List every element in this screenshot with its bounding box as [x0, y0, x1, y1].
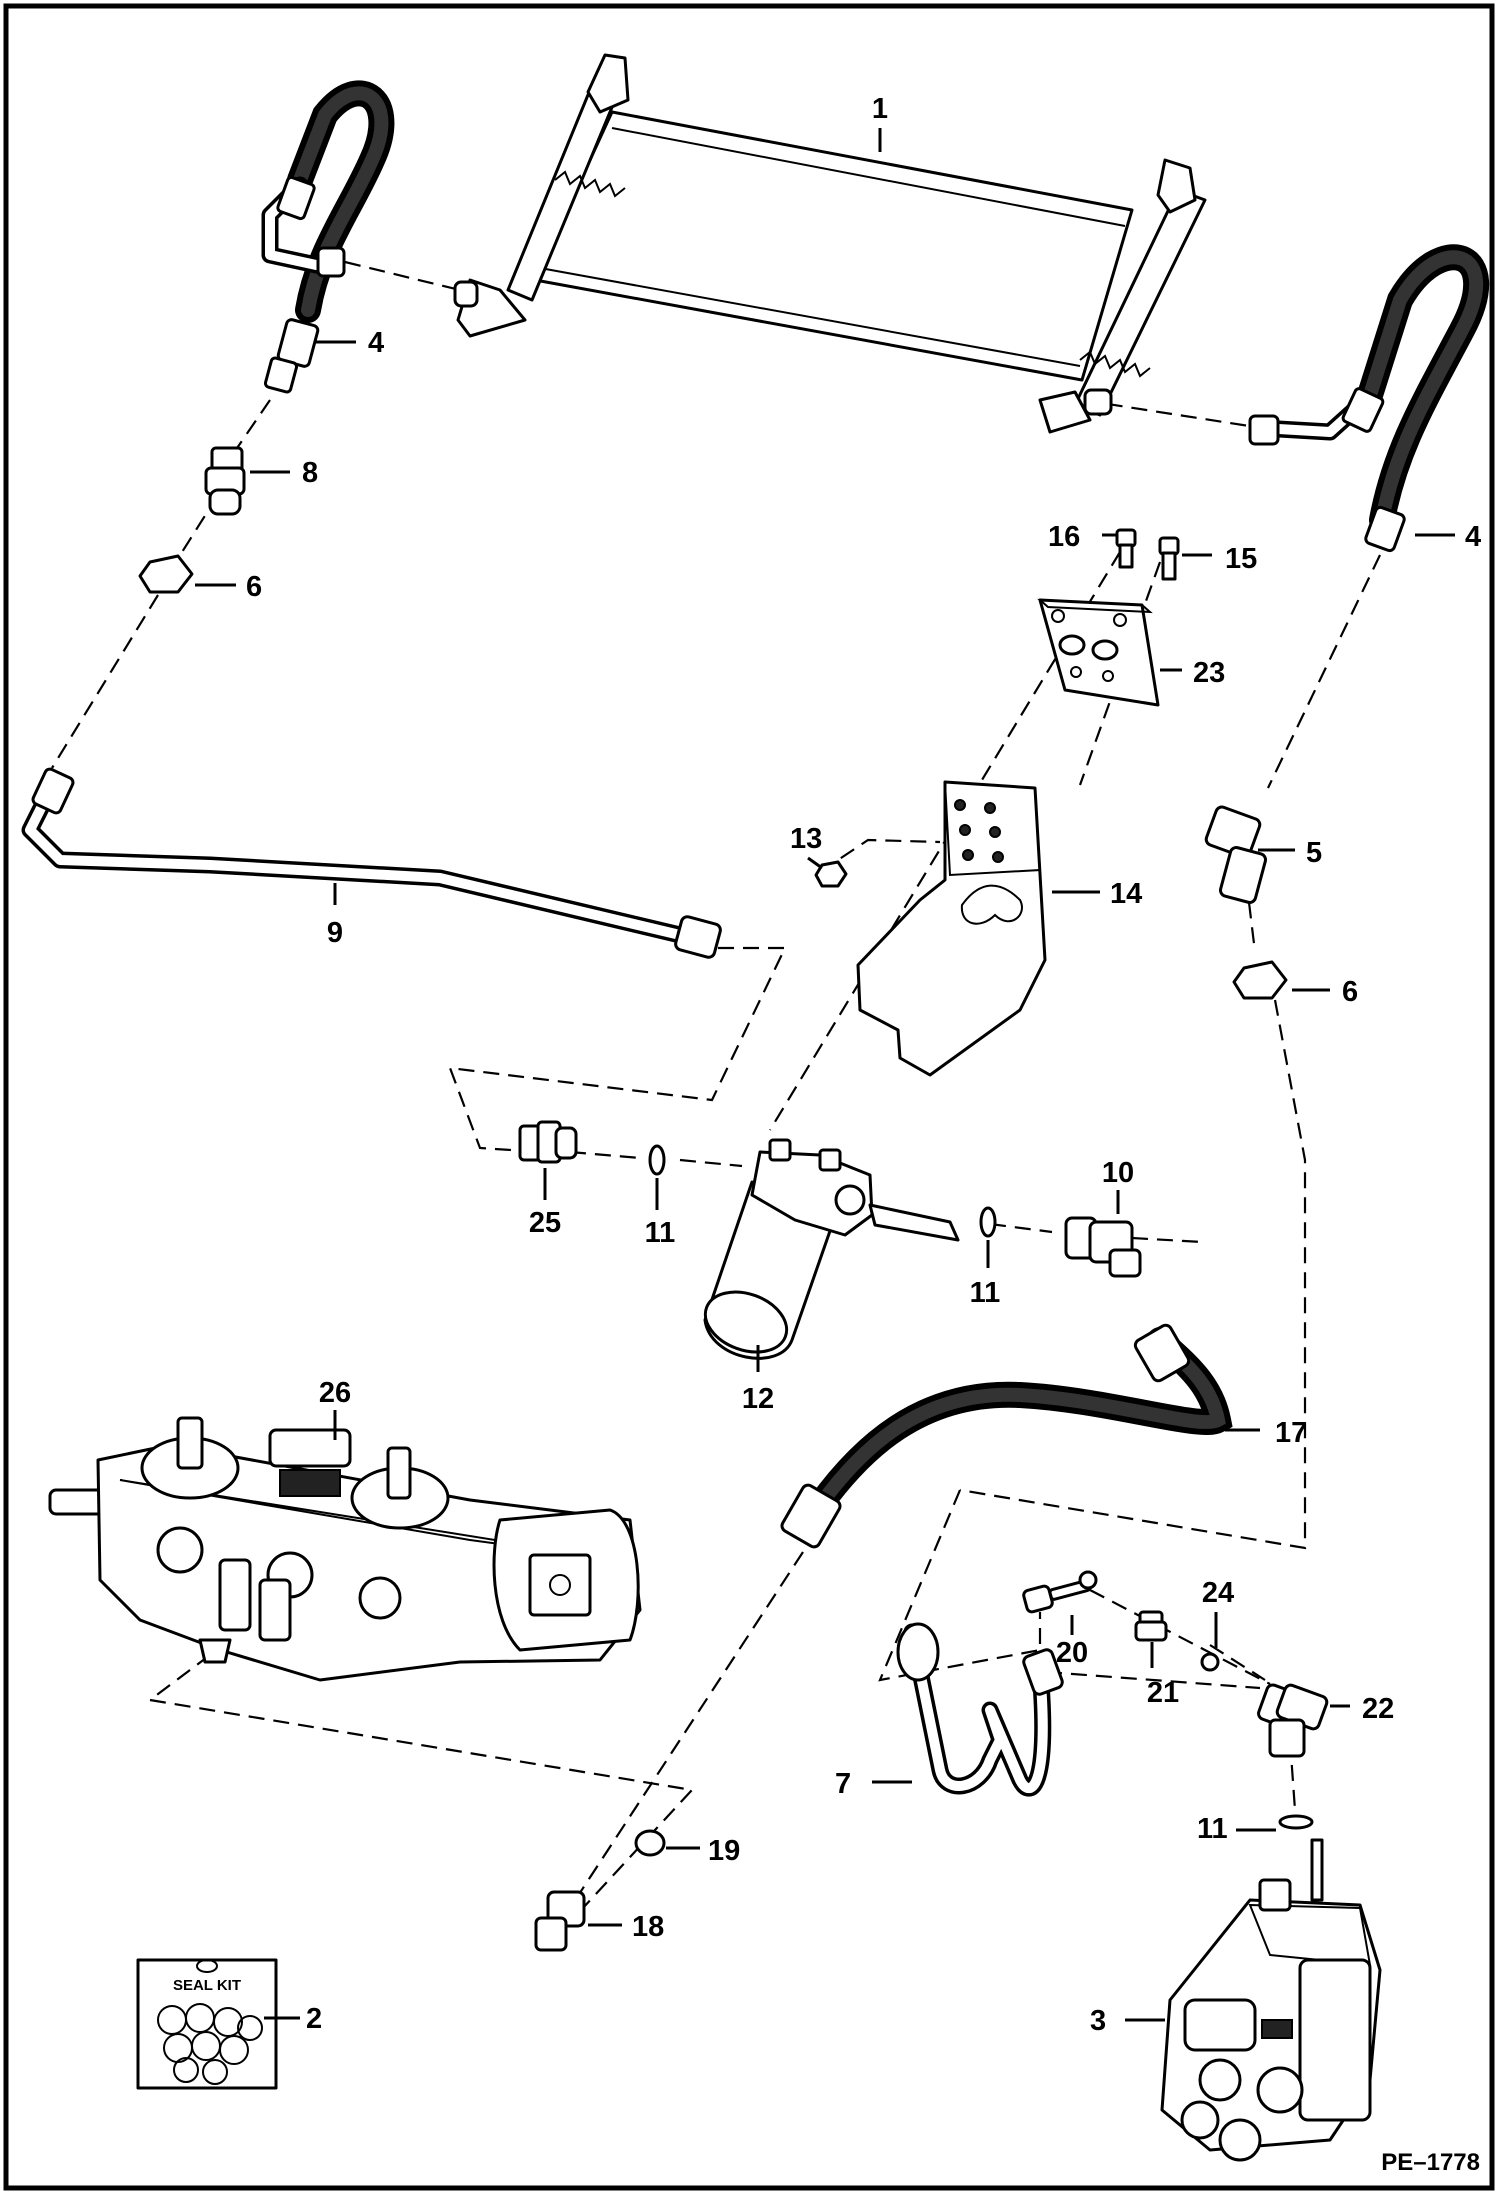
leader-lines — [195, 128, 1455, 2022]
diagram-border — [3, 3, 1495, 2191]
bolt-20 — [1022, 1570, 1098, 1614]
callout-4-left: 4 — [368, 327, 384, 359]
callout-22: 22 — [1362, 1693, 1394, 1725]
steel-tube-7 — [896, 1622, 1064, 1797]
elbow-fitting-10 — [1064, 1216, 1142, 1278]
bolt-15 — [1158, 536, 1180, 581]
callout-16: 16 — [1048, 521, 1080, 553]
oil-filter-12 — [703, 1138, 960, 1360]
callout-19: 19 — [708, 1835, 740, 1867]
callout-21: 21 — [1147, 1677, 1179, 1709]
callout-6-left: 6 — [246, 571, 262, 603]
callout-24: 24 — [1202, 1577, 1234, 1609]
hose-assembly-right — [1248, 244, 1490, 553]
nut-13 — [814, 860, 848, 888]
callout-labels: 1 4 8 6 4 16 15 23 13 14 5 6 9 25 11 11 … — [246, 93, 1481, 2037]
callout-11-c: 11 — [1197, 1813, 1228, 1845]
callout-3: 3 — [1090, 2005, 1106, 2037]
callout-11-a: 11 — [645, 1217, 676, 1249]
hose-assembly-left — [261, 80, 395, 394]
plug-21 — [1134, 1610, 1168, 1642]
callout-6-right: 6 — [1342, 976, 1358, 1008]
seal-kit-label: SEAL KIT — [173, 1977, 241, 1994]
elbow-fitting-18 — [534, 1890, 586, 1952]
callout-25: 25 — [529, 1207, 561, 1239]
hose-17 — [780, 1323, 1233, 1549]
control-valve-3 — [1160, 1838, 1382, 2162]
hydrostatic-pump-26 — [48, 1416, 642, 1682]
o-ring-11-c — [1278, 1814, 1314, 1830]
callout-15: 15 — [1225, 543, 1257, 575]
callout-7: 7 — [835, 1768, 851, 1800]
elbow-fitting-22 — [1257, 1683, 1329, 1758]
callout-17: 17 — [1275, 1417, 1307, 1449]
callout-12: 12 — [742, 1383, 774, 1415]
callout-20: 20 — [1056, 1637, 1088, 1669]
callout-23: 23 — [1193, 657, 1225, 689]
o-ring-11-b — [979, 1206, 997, 1238]
callout-4-right: 4 — [1465, 521, 1481, 553]
callout-5: 5 — [1306, 837, 1322, 869]
o-ring-11-a — [648, 1144, 666, 1176]
oil-cooler — [453, 53, 1207, 434]
fitting-25 — [518, 1120, 578, 1164]
callout-14: 14 — [1110, 878, 1142, 910]
locknut-6-right — [1232, 960, 1288, 1000]
mounting-plate-23 — [1037, 598, 1160, 707]
o-ring-24 — [1200, 1652, 1220, 1672]
straight-fitting-8 — [204, 446, 246, 516]
callout-1: 1 — [872, 93, 888, 125]
elbow-fitting-5 — [1204, 805, 1268, 904]
callout-9: 9 — [327, 917, 343, 949]
callout-11-b: 11 — [970, 1277, 1001, 1309]
filter-bracket-14 — [856, 780, 1047, 1077]
steel-tube-9 — [21, 767, 722, 959]
callout-18: 18 — [632, 1911, 664, 1943]
dashed-connection-lines — [51, 260, 1381, 1923]
diagram-id: PE–1778 — [1381, 2149, 1480, 2176]
callout-13: 13 — [790, 823, 822, 855]
o-ring-19 — [634, 1829, 666, 1857]
callout-26: 26 — [319, 1377, 351, 1409]
callout-10: 10 — [1102, 1157, 1134, 1189]
callout-2: 2 — [306, 2003, 322, 2035]
seal-kit-2: SEAL KIT — [136, 1958, 278, 2090]
callout-8: 8 — [302, 457, 318, 489]
bolt-16 — [1115, 528, 1137, 569]
locknut-6-left — [138, 554, 194, 594]
